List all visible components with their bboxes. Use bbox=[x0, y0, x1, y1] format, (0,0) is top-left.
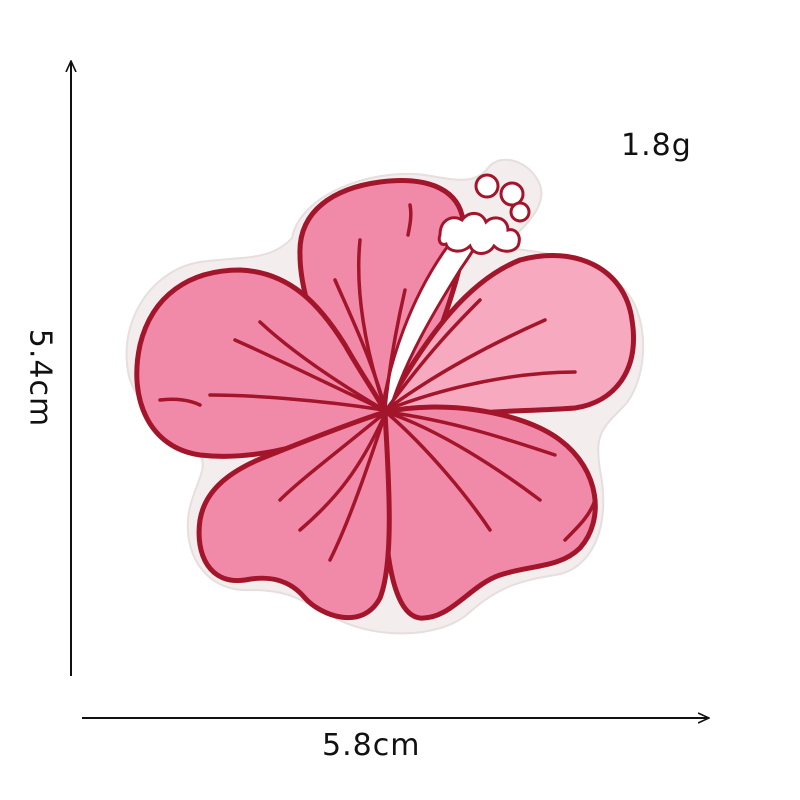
petal-left bbox=[134, 267, 389, 459]
height-label: 5.4cm bbox=[22, 328, 58, 428]
hibiscus-patch bbox=[125, 158, 645, 635]
stamen-head bbox=[437, 173, 531, 255]
width-label: 5.8cm bbox=[322, 728, 421, 763]
petal-veins bbox=[158, 203, 597, 562]
petal-bottom-left bbox=[196, 408, 392, 621]
weight-label: 1.8g bbox=[621, 128, 692, 163]
